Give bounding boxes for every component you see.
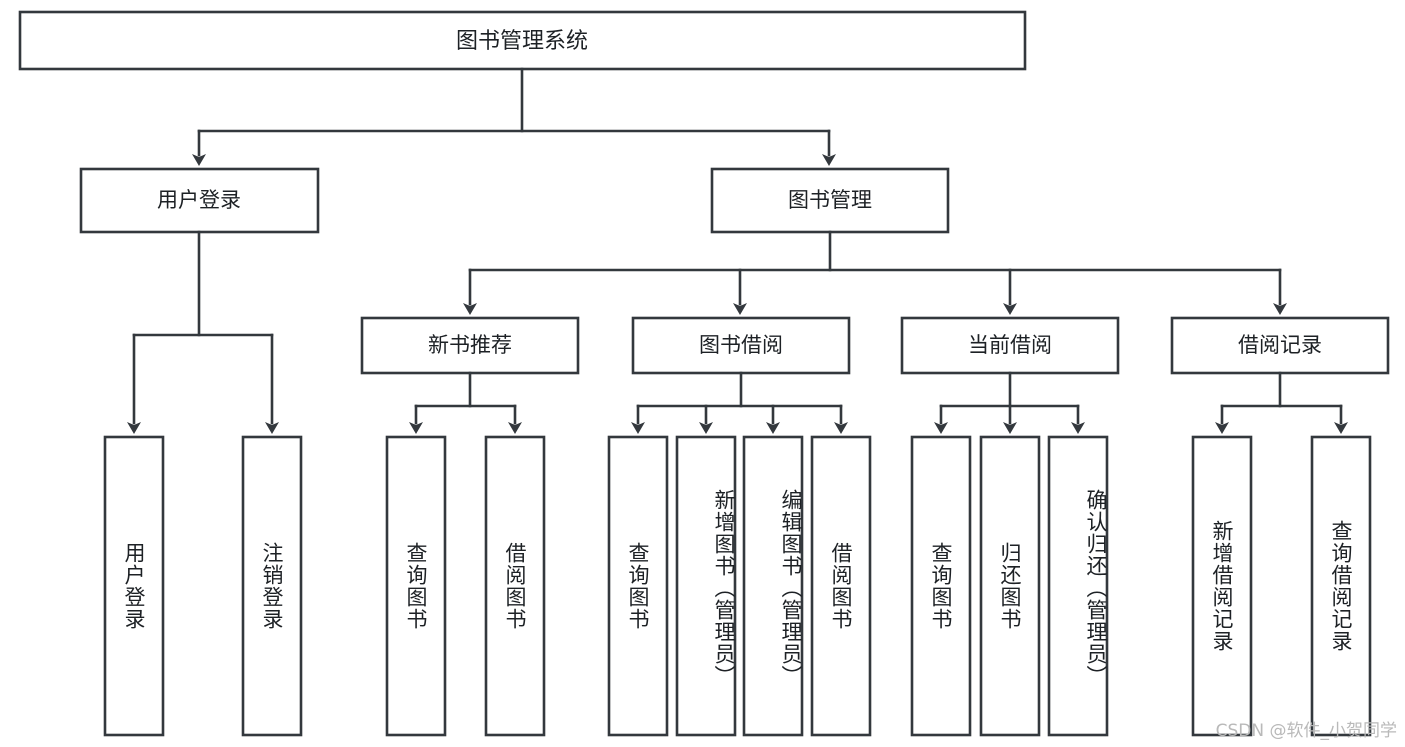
node-root[interactable]: 图书管理系统 [18, 10, 1027, 71]
connector-new-book-recommend-leaves [409, 371, 522, 434]
leaf-box-new-book-1[interactable] [484, 435, 546, 737]
node-current-borrow[interactable]: 当前借阅 [900, 316, 1120, 375]
leaf-box-new-book-0[interactable] [385, 435, 447, 737]
leaf-box-current-borrow-1[interactable] [979, 435, 1041, 737]
leaf-box-user-login-1[interactable] [241, 435, 303, 737]
node-current-borrow-label: 当前借阅 [968, 333, 1052, 357]
node-book-management[interactable]: 图书管理 [710, 167, 950, 234]
node-root-label: 图书管理系统 [456, 29, 588, 54]
connector-current-borrow-leaves [934, 371, 1085, 434]
leaf-box-book-borrow-2[interactable] [742, 435, 804, 737]
connector-borrow-record-leaves [1215, 371, 1348, 434]
leaf-box-borrow-record-1[interactable] [1310, 435, 1372, 737]
connector-user-login-leaves [127, 230, 279, 434]
leaf-box-user-login-0[interactable] [103, 435, 165, 737]
node-book-management-label: 图书管理 [788, 188, 872, 212]
leaf-box-book-borrow-3[interactable] [810, 435, 872, 737]
leaf-box-current-borrow-2[interactable] [1047, 435, 1109, 737]
connector-root-bus [192, 67, 836, 166]
node-borrow-record[interactable]: 借阅记录 [1170, 316, 1390, 375]
node-user-login-label: 用户登录 [157, 188, 241, 212]
leaf-box-current-borrow-0[interactable] [910, 435, 972, 737]
node-new-book-recommend[interactable]: 新书推荐 [360, 316, 580, 375]
connector-book-management-bus [463, 230, 1287, 315]
csdn-watermark: CSDN @软件_小贺同学 [1215, 721, 1397, 741]
node-book-borrow-label: 图书借阅 [699, 333, 783, 357]
connector-book-borrow-leaves [631, 371, 848, 434]
node-user-login[interactable]: 用户登录 [79, 167, 320, 234]
leaf-box-book-borrow-1[interactable] [675, 435, 737, 737]
leaf-box-borrow-record-0[interactable] [1191, 435, 1253, 737]
node-borrow-record-label: 借阅记录 [1238, 333, 1322, 357]
node-new-book-recommend-label: 新书推荐 [428, 333, 512, 357]
leaf-box-book-borrow-0[interactable] [607, 435, 669, 737]
node-book-borrow[interactable]: 图书借阅 [631, 316, 851, 375]
